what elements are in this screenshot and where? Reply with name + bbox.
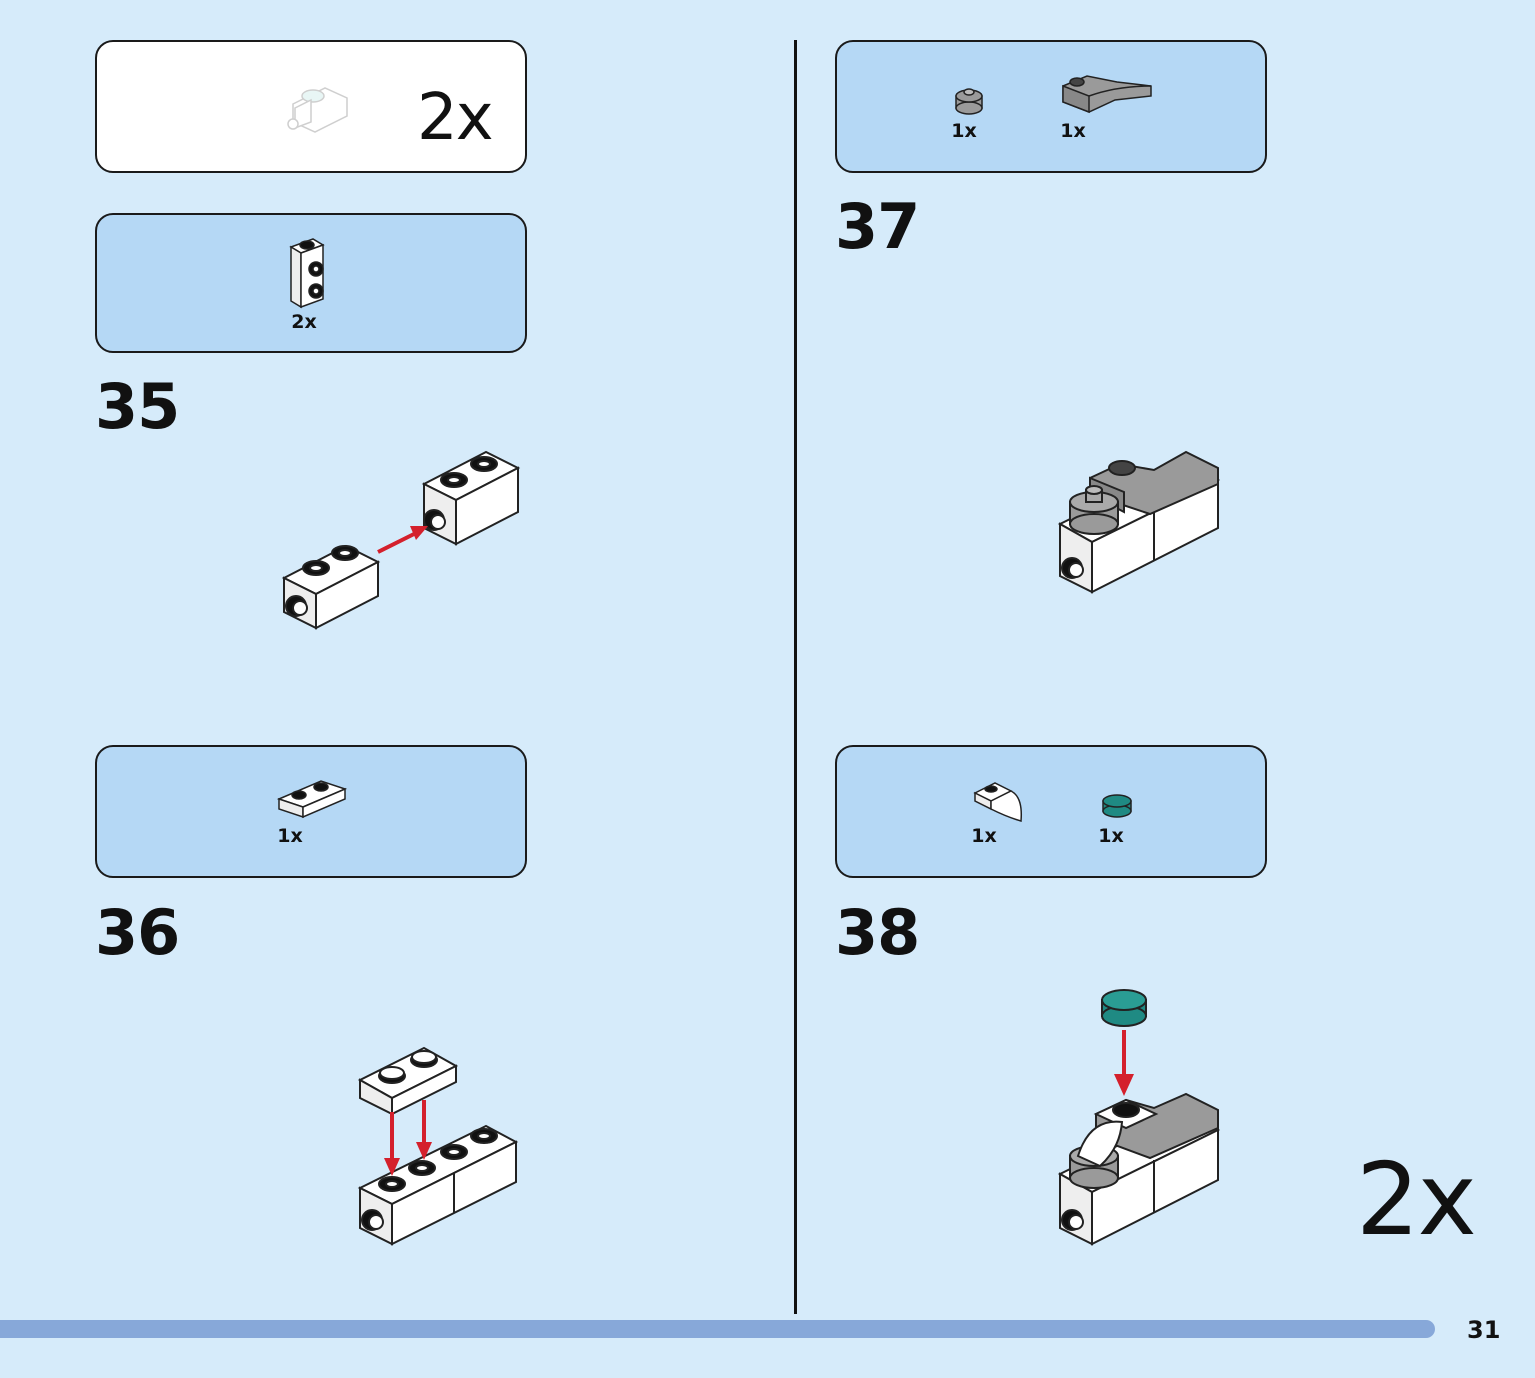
- curved-slope-icon: [1062, 75, 1152, 114]
- faded-subassembly-icon: [287, 87, 348, 133]
- part-quantity: 1x: [277, 825, 303, 847]
- subassembly-callout: 2x: [95, 40, 527, 173]
- round-plate-icon: [955, 88, 983, 115]
- step-36-illustration: [357, 1046, 519, 1246]
- part-quantity: 2x: [291, 311, 317, 333]
- step-number-36: 36: [95, 896, 180, 969]
- part-quantity: 1x: [971, 825, 997, 847]
- column-divider: [794, 40, 797, 1314]
- parts-list-step-37: 1x 1x: [835, 40, 1267, 173]
- tooth-plate-icon: [973, 782, 1023, 822]
- part-quantity: 1x: [951, 120, 977, 142]
- parts-list-step-38: 1x 1x: [835, 745, 1267, 878]
- part-quantity: 1x: [1098, 825, 1124, 847]
- step-number-35: 35: [95, 370, 180, 443]
- plate-1x2-icon: [276, 780, 348, 819]
- build-multiplier: 2x: [1356, 1141, 1477, 1258]
- brick-studs-on-side-icon: [289, 238, 325, 309]
- progress-bar: [0, 1320, 1435, 1338]
- round-tile-icon: [1102, 794, 1132, 818]
- part-quantity: 1x: [1060, 120, 1086, 142]
- step-number-37: 37: [835, 190, 920, 263]
- parts-list-step-35: 2x: [95, 213, 527, 353]
- subassembly-multiplier: 2x: [417, 81, 494, 155]
- step-38-illustration: [1057, 989, 1221, 1246]
- step-37-illustration: [1057, 450, 1221, 594]
- step-35-illustration: [281, 450, 521, 630]
- page-number: 31: [1467, 1316, 1501, 1344]
- step-number-38: 38: [835, 896, 920, 969]
- parts-list-step-36: 1x: [95, 745, 527, 878]
